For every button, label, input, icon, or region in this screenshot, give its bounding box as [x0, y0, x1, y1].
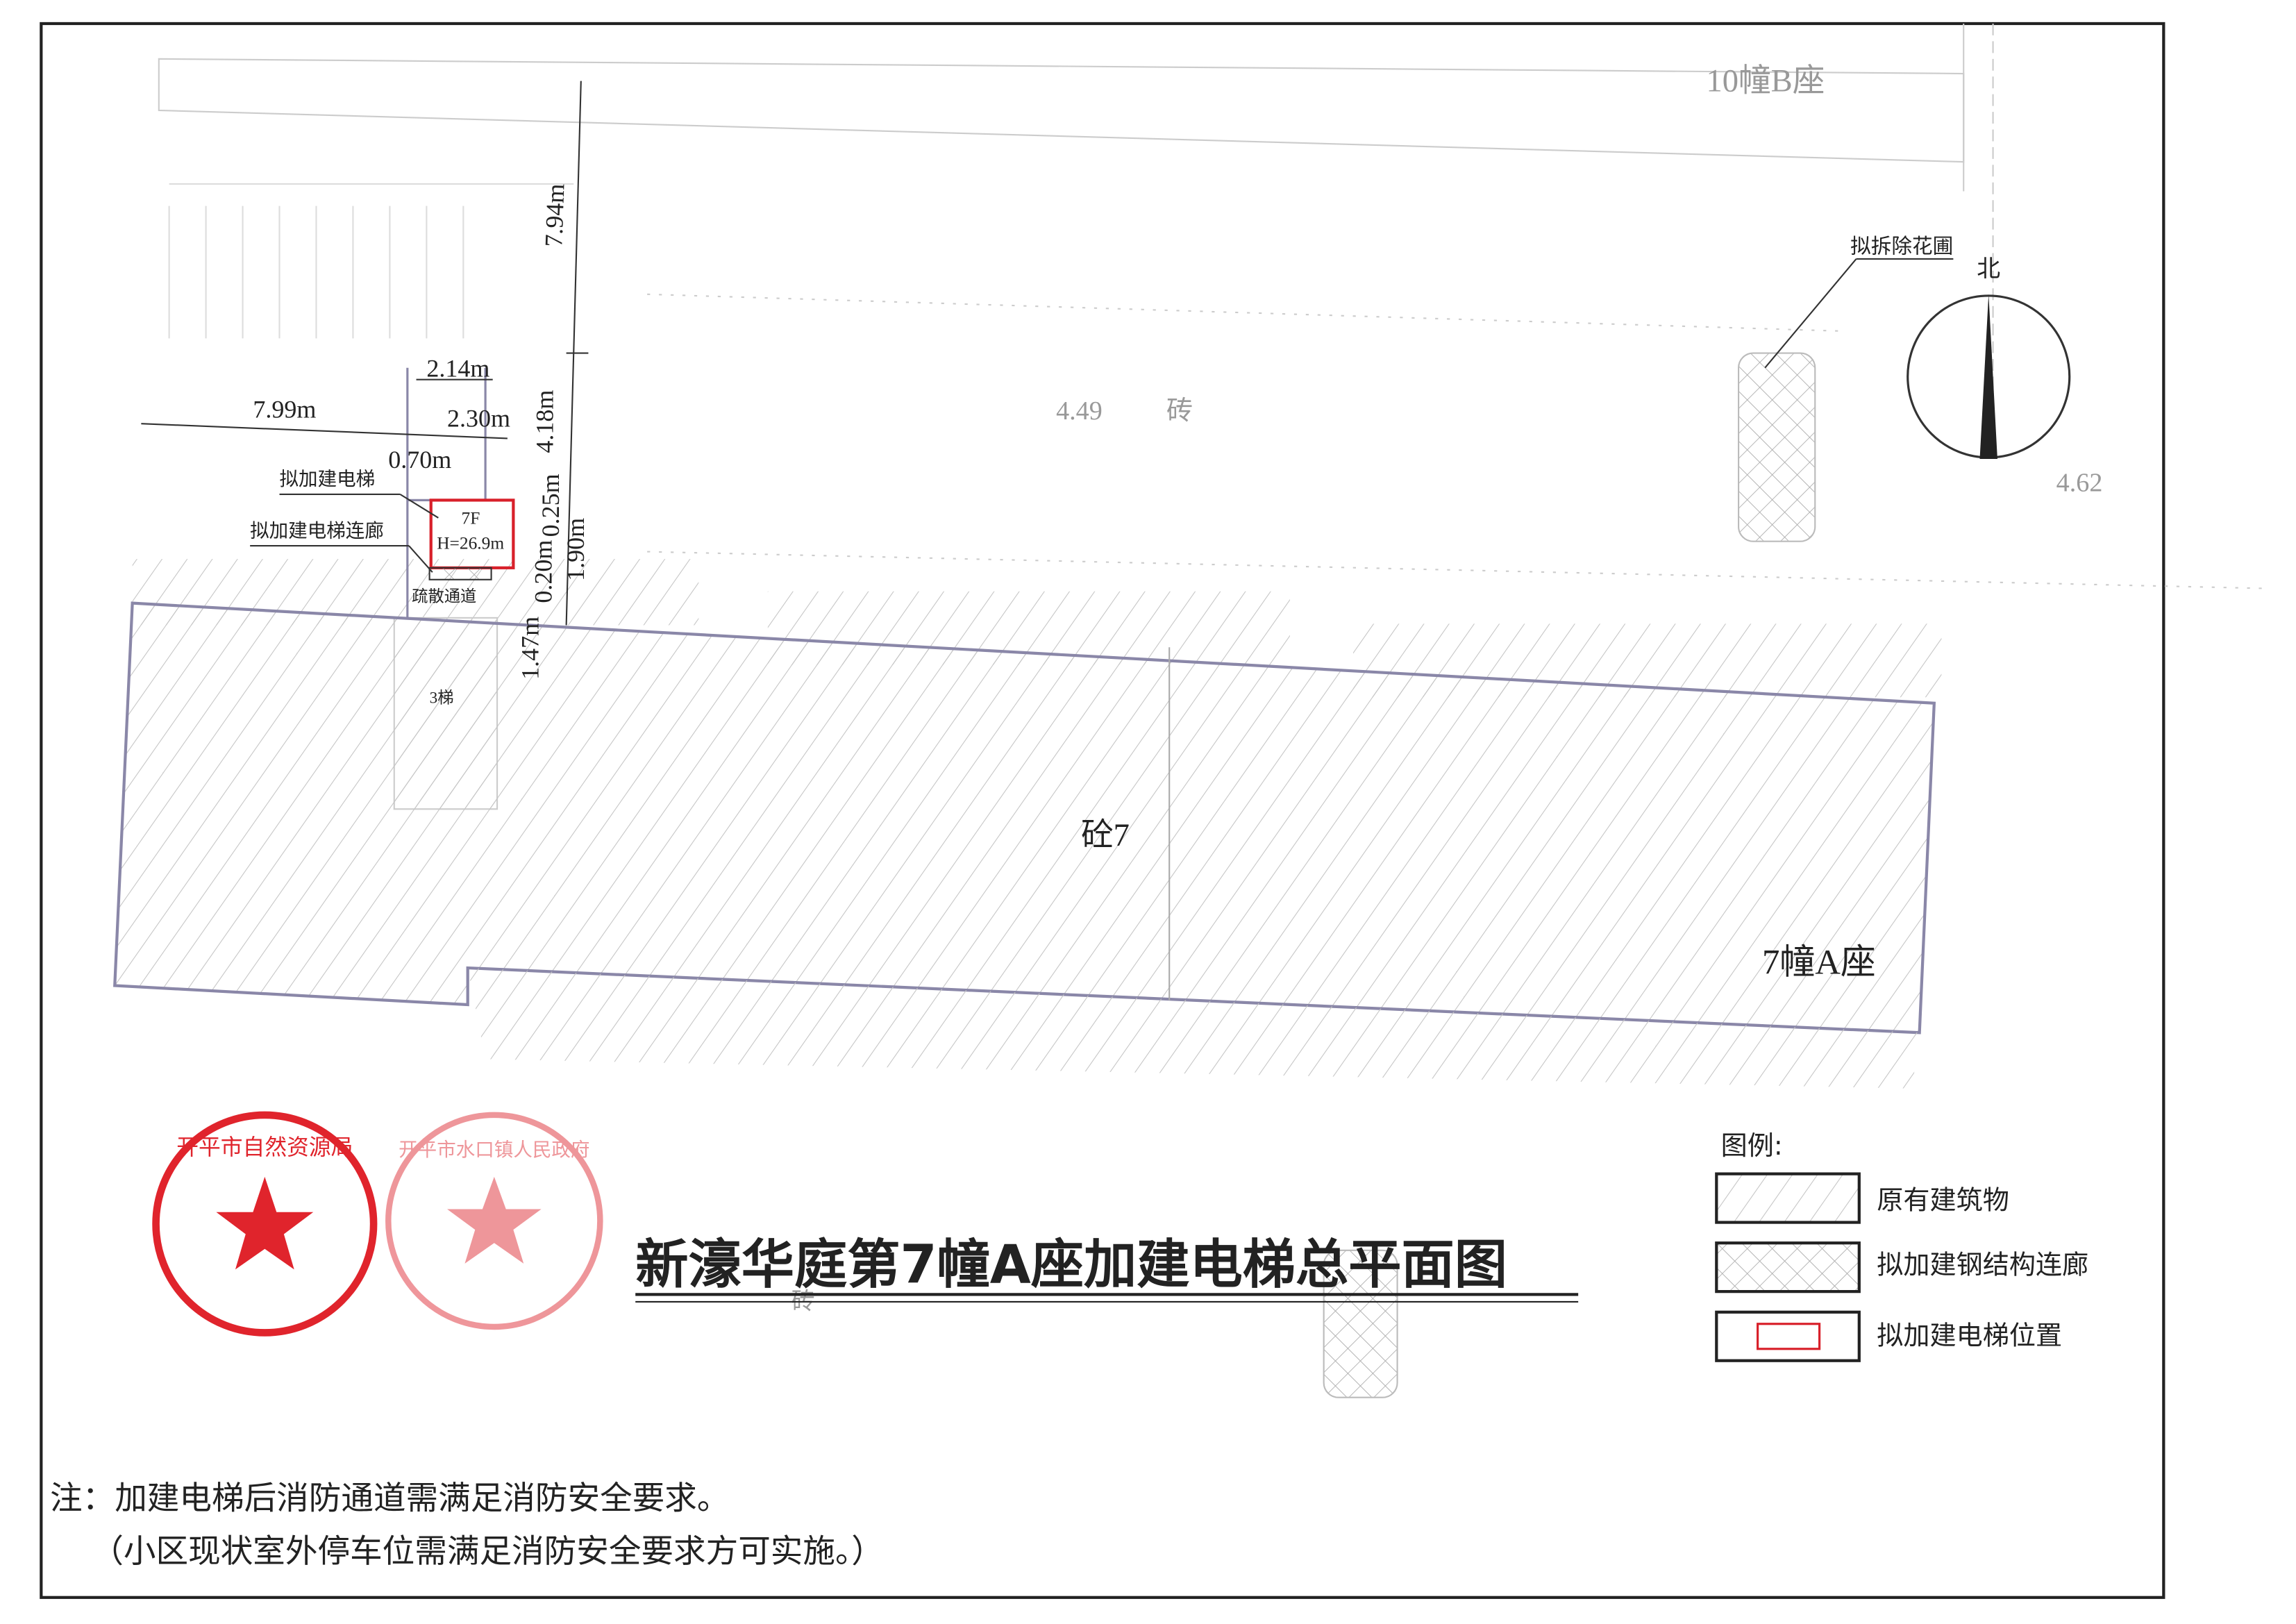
drawing-frame: [40, 22, 2165, 1599]
dim-0.25: 0.25m: [537, 474, 564, 537]
elevation-4.49: 4.49: [1056, 396, 1103, 426]
note-line-2: （小区现状室外停车位需满足消防安全要求方可实施。）: [91, 1532, 884, 1570]
stamp-shuikou-government: 开平市水口镇人民政府: [385, 1112, 603, 1330]
legend-item-elevator: 拟加建电梯位置: [1877, 1320, 2062, 1350]
building-7a: 砼7 7幢A座 3梯: [113, 559, 1942, 1089]
stamp-natural-resources: 开平市自然资源局: [152, 1111, 378, 1337]
legend-item-corridor: 拟加建钢结构连廊: [1877, 1250, 2088, 1280]
note-line-1: 注：加建电梯后消防通道需满足消防安全要求。: [50, 1480, 729, 1517]
dimensions: [141, 81, 589, 626]
legend-title: 图例:: [1721, 1130, 1783, 1161]
material-brick: 砖: [1166, 395, 1193, 426]
elevator-floors: 7F: [462, 508, 480, 528]
evacuation-label: 疏散通道: [412, 587, 476, 606]
svg-text:开平市自然资源局: 开平市自然资源局: [176, 1135, 353, 1160]
svg-text:开平市水口镇人民政府: 开平市水口镇人民政府: [399, 1139, 589, 1161]
dim-4.18: 4.18m: [531, 390, 559, 453]
elevator-height: H=26.9m: [437, 533, 504, 553]
legend: 图例: 原有建筑物 拟加建钢结构连廊 拟加建电梯位置: [1715, 1130, 2088, 1362]
dim-0.20: 0.20m: [529, 540, 557, 603]
dim-7.94: 7.94m: [539, 183, 569, 247]
legend-item-existing: 原有建筑物: [1877, 1184, 2009, 1215]
dim-2.14: 2.14m: [426, 354, 489, 382]
proposed-corridor[interactable]: [428, 567, 492, 580]
elevation-4.62: 4.62: [2056, 469, 2103, 498]
dim-1.47: 1.47m: [516, 617, 544, 680]
stair-label: 3梯: [430, 689, 454, 708]
remove-flowerbed-label: 拟拆除花圃: [1850, 233, 1953, 258]
building-7a-label: 7幢A座: [1762, 943, 1876, 982]
elevator-addition: 7F H=26.9m 疏散通道 拟加建电梯 拟加建电梯连廊: [250, 367, 515, 618]
proposed-corridor-label: 拟加建电梯连廊: [250, 519, 384, 542]
flowerbed: 拟拆除花圃: [1323, 233, 1954, 1398]
dim-1.90: 1.90m: [562, 518, 589, 581]
structure-label: 砼7: [1081, 817, 1130, 853]
drawing-title: 新濠华庭第7幢A座加建电梯总平面图: [635, 1233, 1507, 1295]
dim-0.70: 0.70m: [388, 446, 451, 474]
dim-2.30: 2.30m: [447, 404, 510, 432]
dim-7.99: 7.99m: [253, 396, 316, 424]
north-arrow-icon: 北: [1907, 255, 2071, 460]
north-label: 北: [1977, 255, 2000, 282]
building-10b-label: 10幢B座: [1706, 62, 1825, 99]
building-10b: 10幢B座: [158, 23, 1994, 412]
proposed-elevator-label: 拟加建电梯: [280, 468, 376, 490]
